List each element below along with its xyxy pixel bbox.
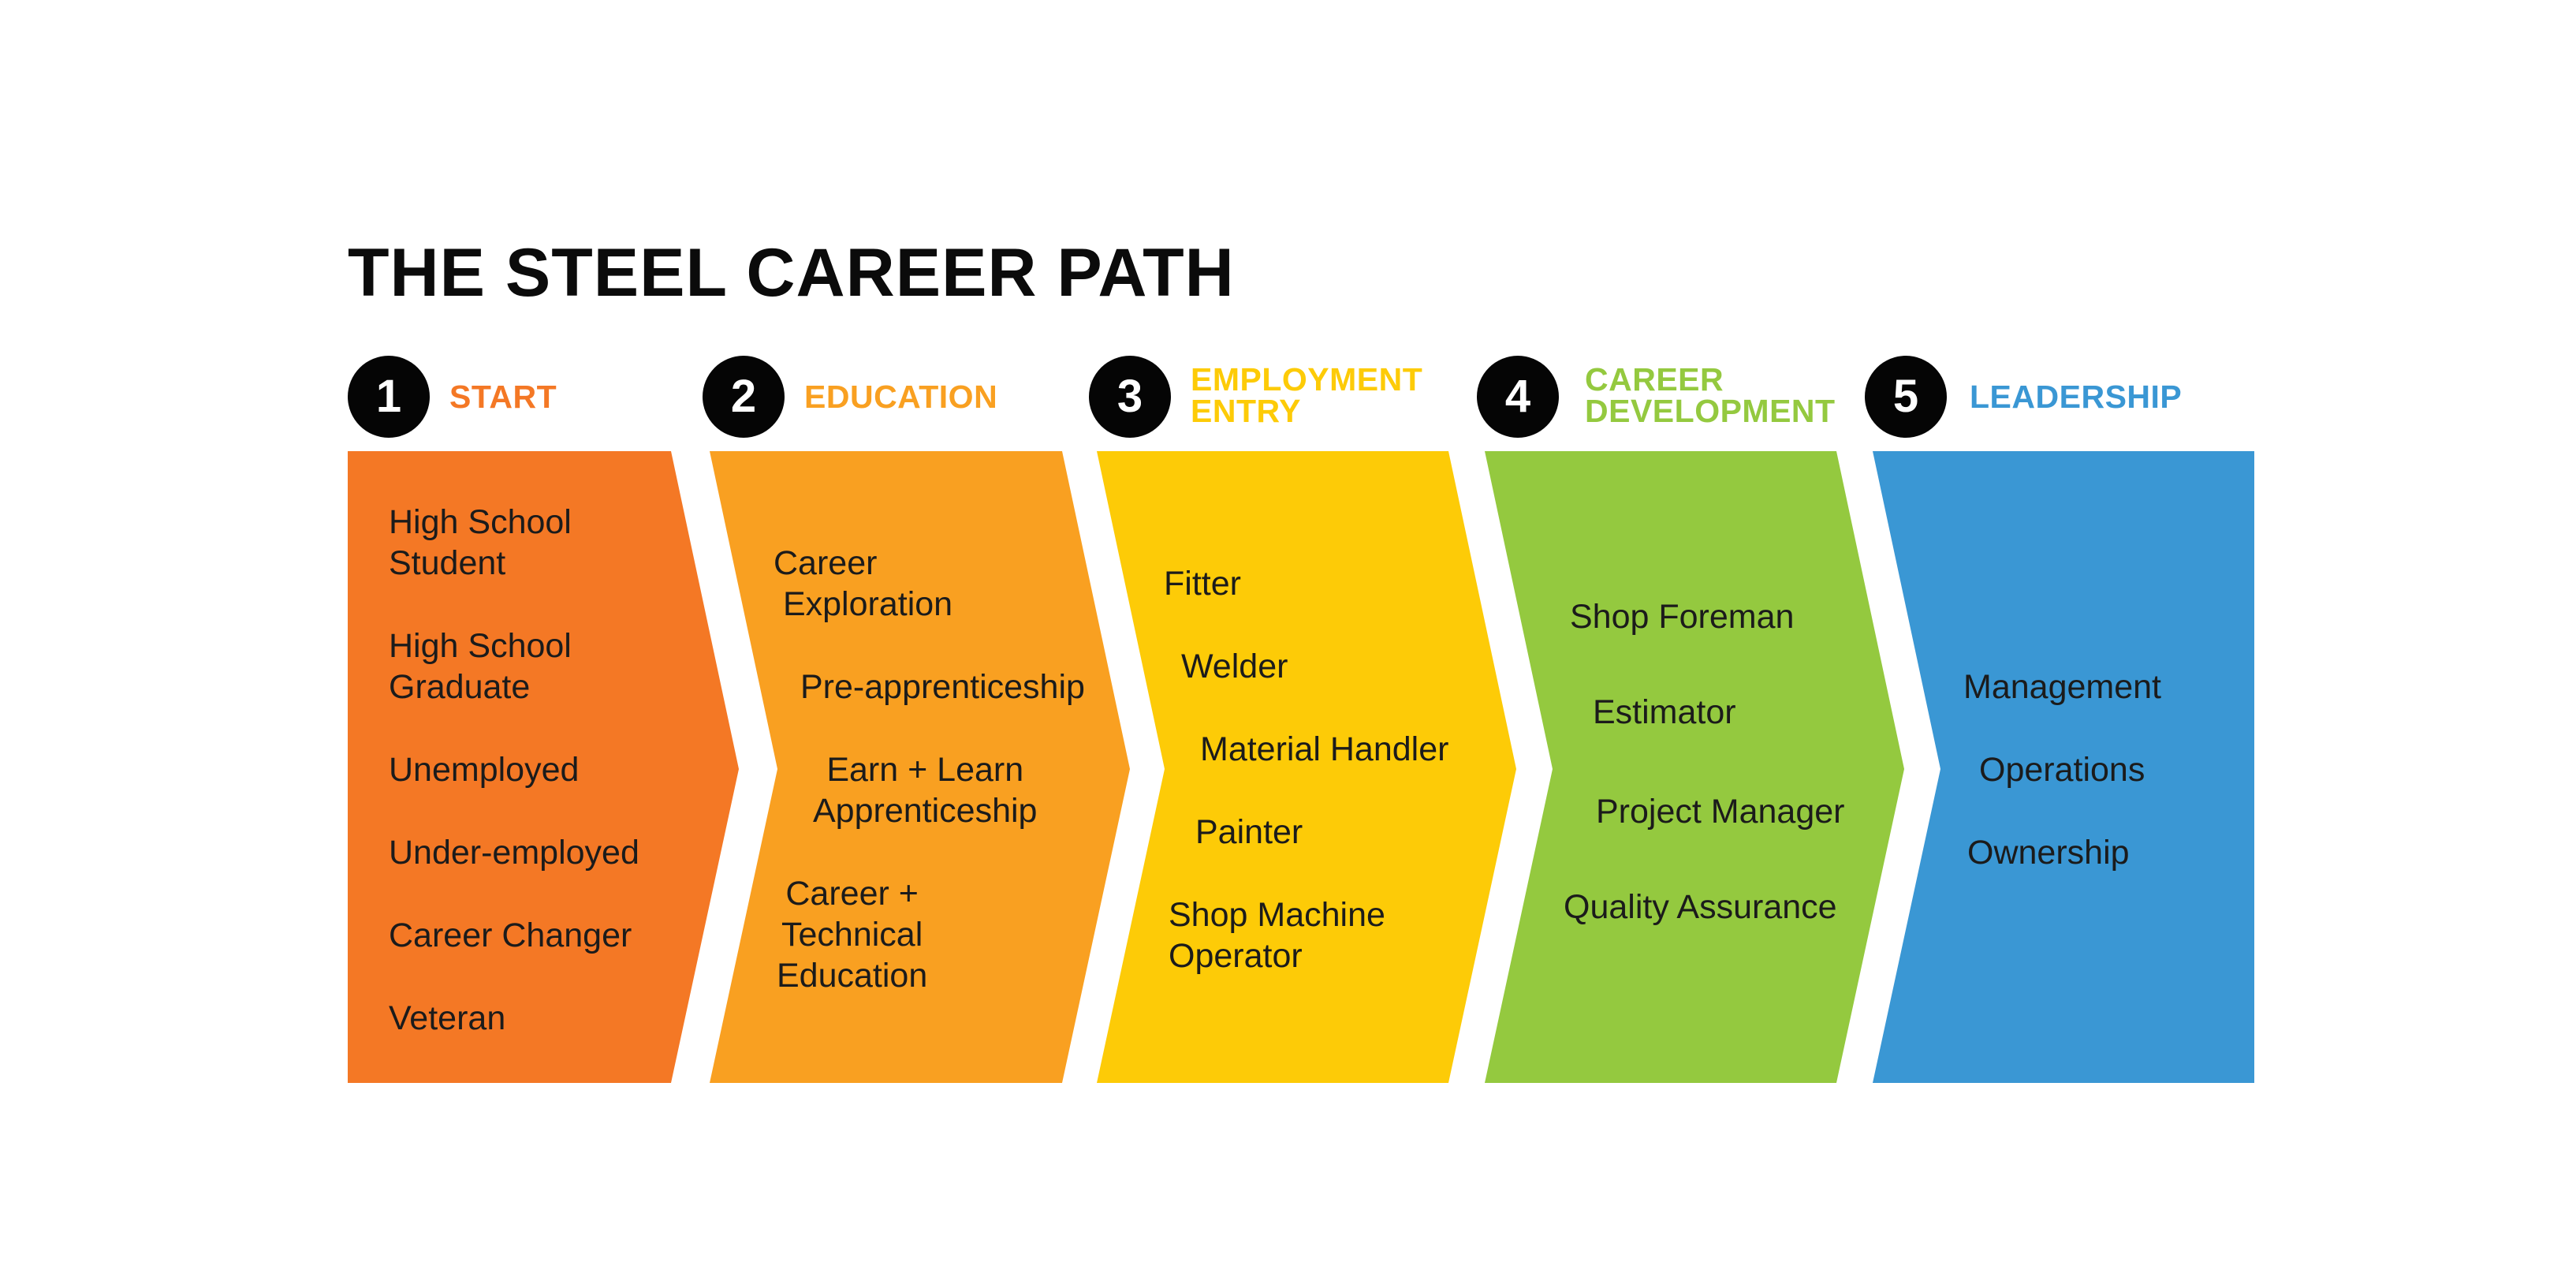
list-item: Veteran [389,999,506,1037]
list-item: Shop Foreman [1570,598,1795,636]
step-number-5: 5 [1865,356,1947,438]
list-item: Material Handler [1200,730,1449,768]
list-item: Unemployed [389,751,580,789]
chevron-leadership [1873,451,2254,1083]
chevron-career-development [1485,451,1904,1083]
list-item: Career Changer [389,917,632,954]
step-label-education: EDUCATION [804,379,998,415]
list-item: Under-employed [389,834,639,872]
list-item: Earn + Learn Apprenticeship [813,751,1038,830]
chevron-education [710,451,1130,1083]
list-item: Management [1963,668,2161,706]
page-title: THE STEEL CAREER PATH [348,235,1235,311]
list-item: Pre-apprenticeship [800,668,1085,706]
list-item: Welder [1181,648,1288,685]
step-number-3: 3 [1089,356,1171,438]
list-item: Ownership [1967,834,2130,872]
list-item: Operations [1979,751,2145,789]
list-item: Fitter [1164,565,1241,603]
list-item: Shop Machine Operator [1169,896,1385,975]
step-number-2: 2 [703,356,785,438]
step-label-start: START [449,379,557,415]
step-label-employment-entry: EMPLOYMENT ENTRY [1191,361,1423,429]
list-item: High School Graduate [389,627,572,706]
step-label-career-development: CAREER DEVELOPMENT [1585,361,1836,429]
list-item: Quality Assurance [1564,888,1837,926]
list-item: Painter [1195,813,1303,851]
chevron-start [348,451,739,1083]
list-item: High School Student [389,503,572,582]
list-item: Career + Technical Education [777,875,928,995]
list-item: Estimator [1593,693,1736,731]
list-item: Project Manager [1596,793,1845,831]
chevron-employment-entry [1097,451,1516,1083]
step-number-1: 1 [348,356,430,438]
step-number-4: 4 [1477,356,1559,438]
step-label-leadership: LEADERSHIP [1970,379,2183,415]
list-item: Career Exploration [774,544,953,623]
